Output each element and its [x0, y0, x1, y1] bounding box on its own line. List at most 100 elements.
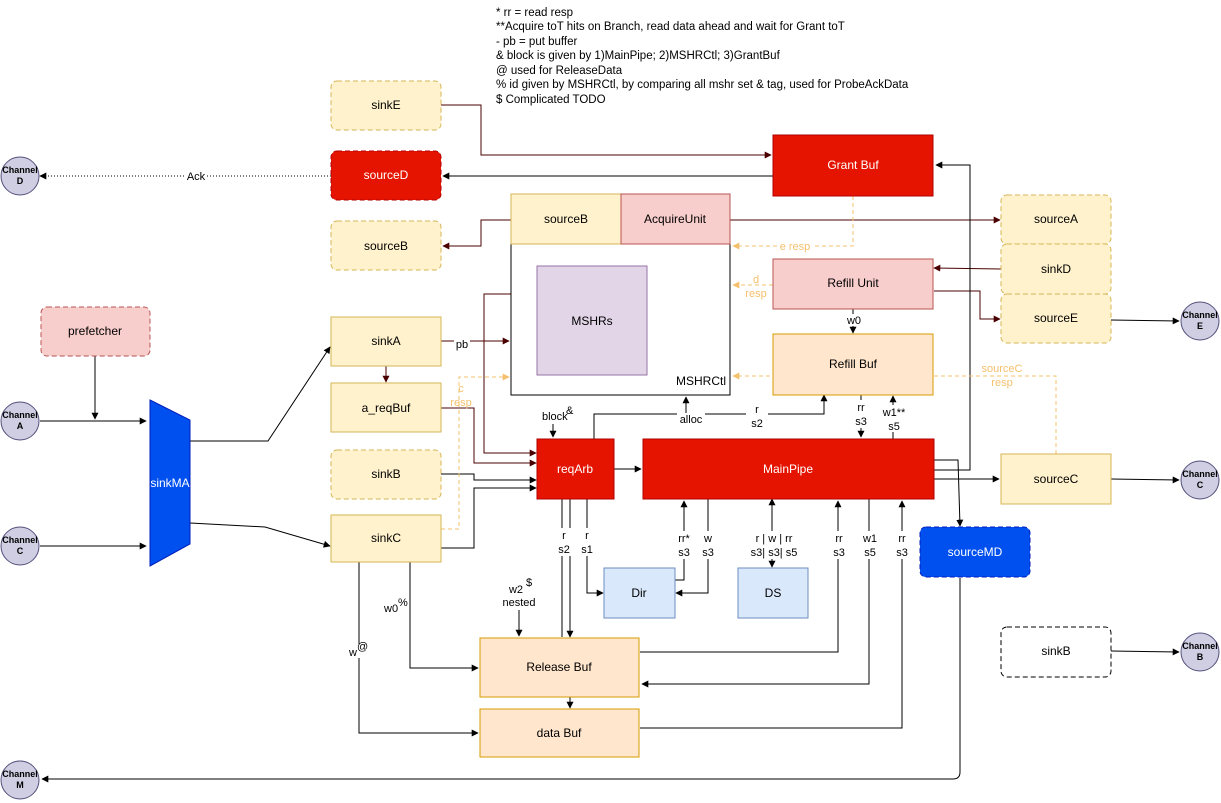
svg-text:MainPipe: MainPipe	[763, 462, 813, 476]
edge-sinkC-releaseBuf	[409, 562, 479, 672]
edge-sinkMA-sinkA	[190, 346, 331, 442]
svg-text:Channel: Channel	[2, 410, 38, 420]
label-rr-s3-rel-1: rr	[835, 533, 843, 545]
label-w1-s5-rel-1: w1	[862, 533, 877, 545]
grantbuf-block: Grant Buf	[772, 134, 934, 197]
svg-text:Refill Unit: Refill Unit	[827, 276, 879, 290]
svg-text:Grant Buf: Grant Buf	[827, 158, 879, 172]
edge-sinkB-channelB	[1110, 648, 1180, 656]
label-rr-s3-refill-2: s3	[855, 416, 867, 428]
edge-sinkE-grantBuf	[441, 104, 772, 159]
svg-text:sinkB: sinkB	[1041, 644, 1070, 658]
svg-text:C: C	[1197, 480, 1204, 490]
edge-sourceB-sourceBleft	[442, 219, 511, 250]
svg-text:sinkC: sinkC	[371, 531, 401, 545]
label-pb: pb	[456, 339, 468, 351]
edge-dir-mainPipe	[675, 500, 688, 581]
sinkb-left-block: sinkB	[330, 449, 442, 500]
label-rr-s3-data-1: rr	[898, 533, 906, 545]
svg-text:reqArb: reqArb	[557, 462, 593, 476]
edge-sinkC-dataBuf	[358, 562, 479, 737]
note-6: % id given by MSHRCtl, by comparing all …	[496, 79, 909, 91]
svg-text:MSHRs: MSHRs	[571, 314, 612, 328]
svg-text:Dir: Dir	[631, 586, 646, 600]
label-d-resp-2: resp	[745, 288, 766, 300]
svg-text:Release Buf: Release Buf	[526, 660, 592, 674]
label-rr-s3-dir-2: s3	[678, 547, 690, 559]
note-1: * rr = read resp	[496, 7, 573, 19]
svg-text:sinkE: sinkE	[371, 98, 400, 112]
edge-labels: Ack pb e resp d resp c resp sourceC resp…	[185, 171, 1023, 659]
svg-text:E: E	[1197, 321, 1203, 331]
svg-text:B: B	[1197, 652, 1204, 662]
svg-text:sinkB: sinkB	[371, 467, 400, 481]
edge-sourceMD-channelM	[41, 578, 961, 783]
svg-text:Channel: Channel	[2, 769, 38, 779]
edge-mainPipe-refillBuf-r	[686, 394, 828, 415]
edge-dataBuf-mainPipe	[640, 500, 906, 729]
label-alloc: alloc	[680, 414, 703, 426]
channel-c-out: Channel C	[1180, 460, 1220, 500]
svg-text:A: A	[17, 421, 24, 431]
label-e-resp: e resp	[780, 241, 811, 253]
channel-m: Channel M	[0, 760, 40, 800]
note-4: & block is given by 1)MainPipe; 2)MSHRCt…	[496, 50, 781, 62]
svg-text:D: D	[17, 176, 24, 186]
svg-text:sinkMA: sinkMA	[150, 476, 189, 490]
svg-text:AcquireUnit: AcquireUnit	[644, 212, 707, 226]
label-c-resp-1: c	[458, 383, 464, 395]
svg-text:sinkD: sinkD	[1041, 262, 1071, 276]
channel-c-in: Channel C	[0, 526, 40, 566]
refillunit-block: Refill Unit	[772, 258, 934, 310]
label-rr-s3-dir-1: rr*	[678, 533, 690, 545]
svg-text:sourceB: sourceB	[544, 212, 588, 226]
svg-text:DS: DS	[765, 586, 782, 600]
sinka-block: sinkA	[330, 316, 442, 367]
label-w-at: w	[348, 647, 357, 659]
edge-mshr-reqArb	[483, 293, 537, 457]
svg-text:C: C	[17, 546, 24, 556]
label-w-s3-dir-1: w	[703, 533, 712, 545]
label-r-s2-refill-2: s2	[751, 418, 763, 430]
channel-e: Channel E	[1180, 301, 1220, 341]
edge-refillUnit-sourceE	[934, 290, 1001, 323]
a-reqbuf-block: a_reqBuf	[330, 382, 442, 433]
sourceb-top-block: sourceB	[510, 193, 622, 245]
label-w1-s5-refill-2: s5	[888, 421, 900, 433]
label-w-at-sup: @	[357, 641, 368, 653]
edge-sinkMA-sinkC	[189, 522, 331, 548]
svg-text:Channel: Channel	[2, 165, 38, 175]
edge-sourceE-channelE	[1110, 317, 1180, 325]
label-w-s3-dir-2: s3	[702, 547, 714, 559]
svg-text:sinkA: sinkA	[371, 334, 400, 348]
svg-text:sourceA: sourceA	[1034, 212, 1078, 226]
svg-text:a_reqBuf: a_reqBuf	[362, 401, 411, 415]
prefetcher-block: prefetcher	[40, 306, 151, 357]
svg-text:data Buf: data Buf	[537, 726, 582, 740]
edge-sinkC-mshr-cresp	[441, 373, 510, 530]
mshrs-block: MSHRs	[536, 265, 648, 376]
sourced-block: sourceD	[330, 150, 442, 201]
label-ds-rw-1: r | w | rr	[756, 533, 793, 545]
databuf-block: data Buf	[479, 708, 640, 758]
sourcea-block: sourceA	[1000, 194, 1112, 245]
legend-notes: * rr = read resp **Acquire toT hits on B…	[496, 7, 909, 106]
sinke-block: sinkE	[330, 80, 442, 131]
edge-mainPipe-dir	[675, 499, 709, 597]
svg-text:sourceD: sourceD	[364, 168, 409, 182]
label-sourcec-resp-2: resp	[991, 377, 1012, 389]
edge-grantBuf-mshr-eresp	[732, 196, 854, 250]
note-3: - pb = put buffer	[496, 36, 577, 48]
svg-text:MSHRCtl: MSHRCtl	[676, 374, 726, 388]
label-ack: Ack	[187, 171, 206, 183]
label-w0-pct: w0	[383, 603, 398, 615]
label-w0-pct-sup: %	[398, 597, 408, 609]
label-rr-s3-rel-2: s3	[833, 547, 845, 559]
label-r-s2-arb-1: r	[562, 530, 566, 542]
label-nested: nested	[502, 597, 535, 609]
edge-sinkC-reqArb	[441, 484, 537, 549]
mainpipe-block: MainPipe	[642, 438, 935, 500]
edge-reqBuf-reqArb	[441, 407, 537, 467]
sourcee-block: sourceE	[1000, 293, 1112, 344]
